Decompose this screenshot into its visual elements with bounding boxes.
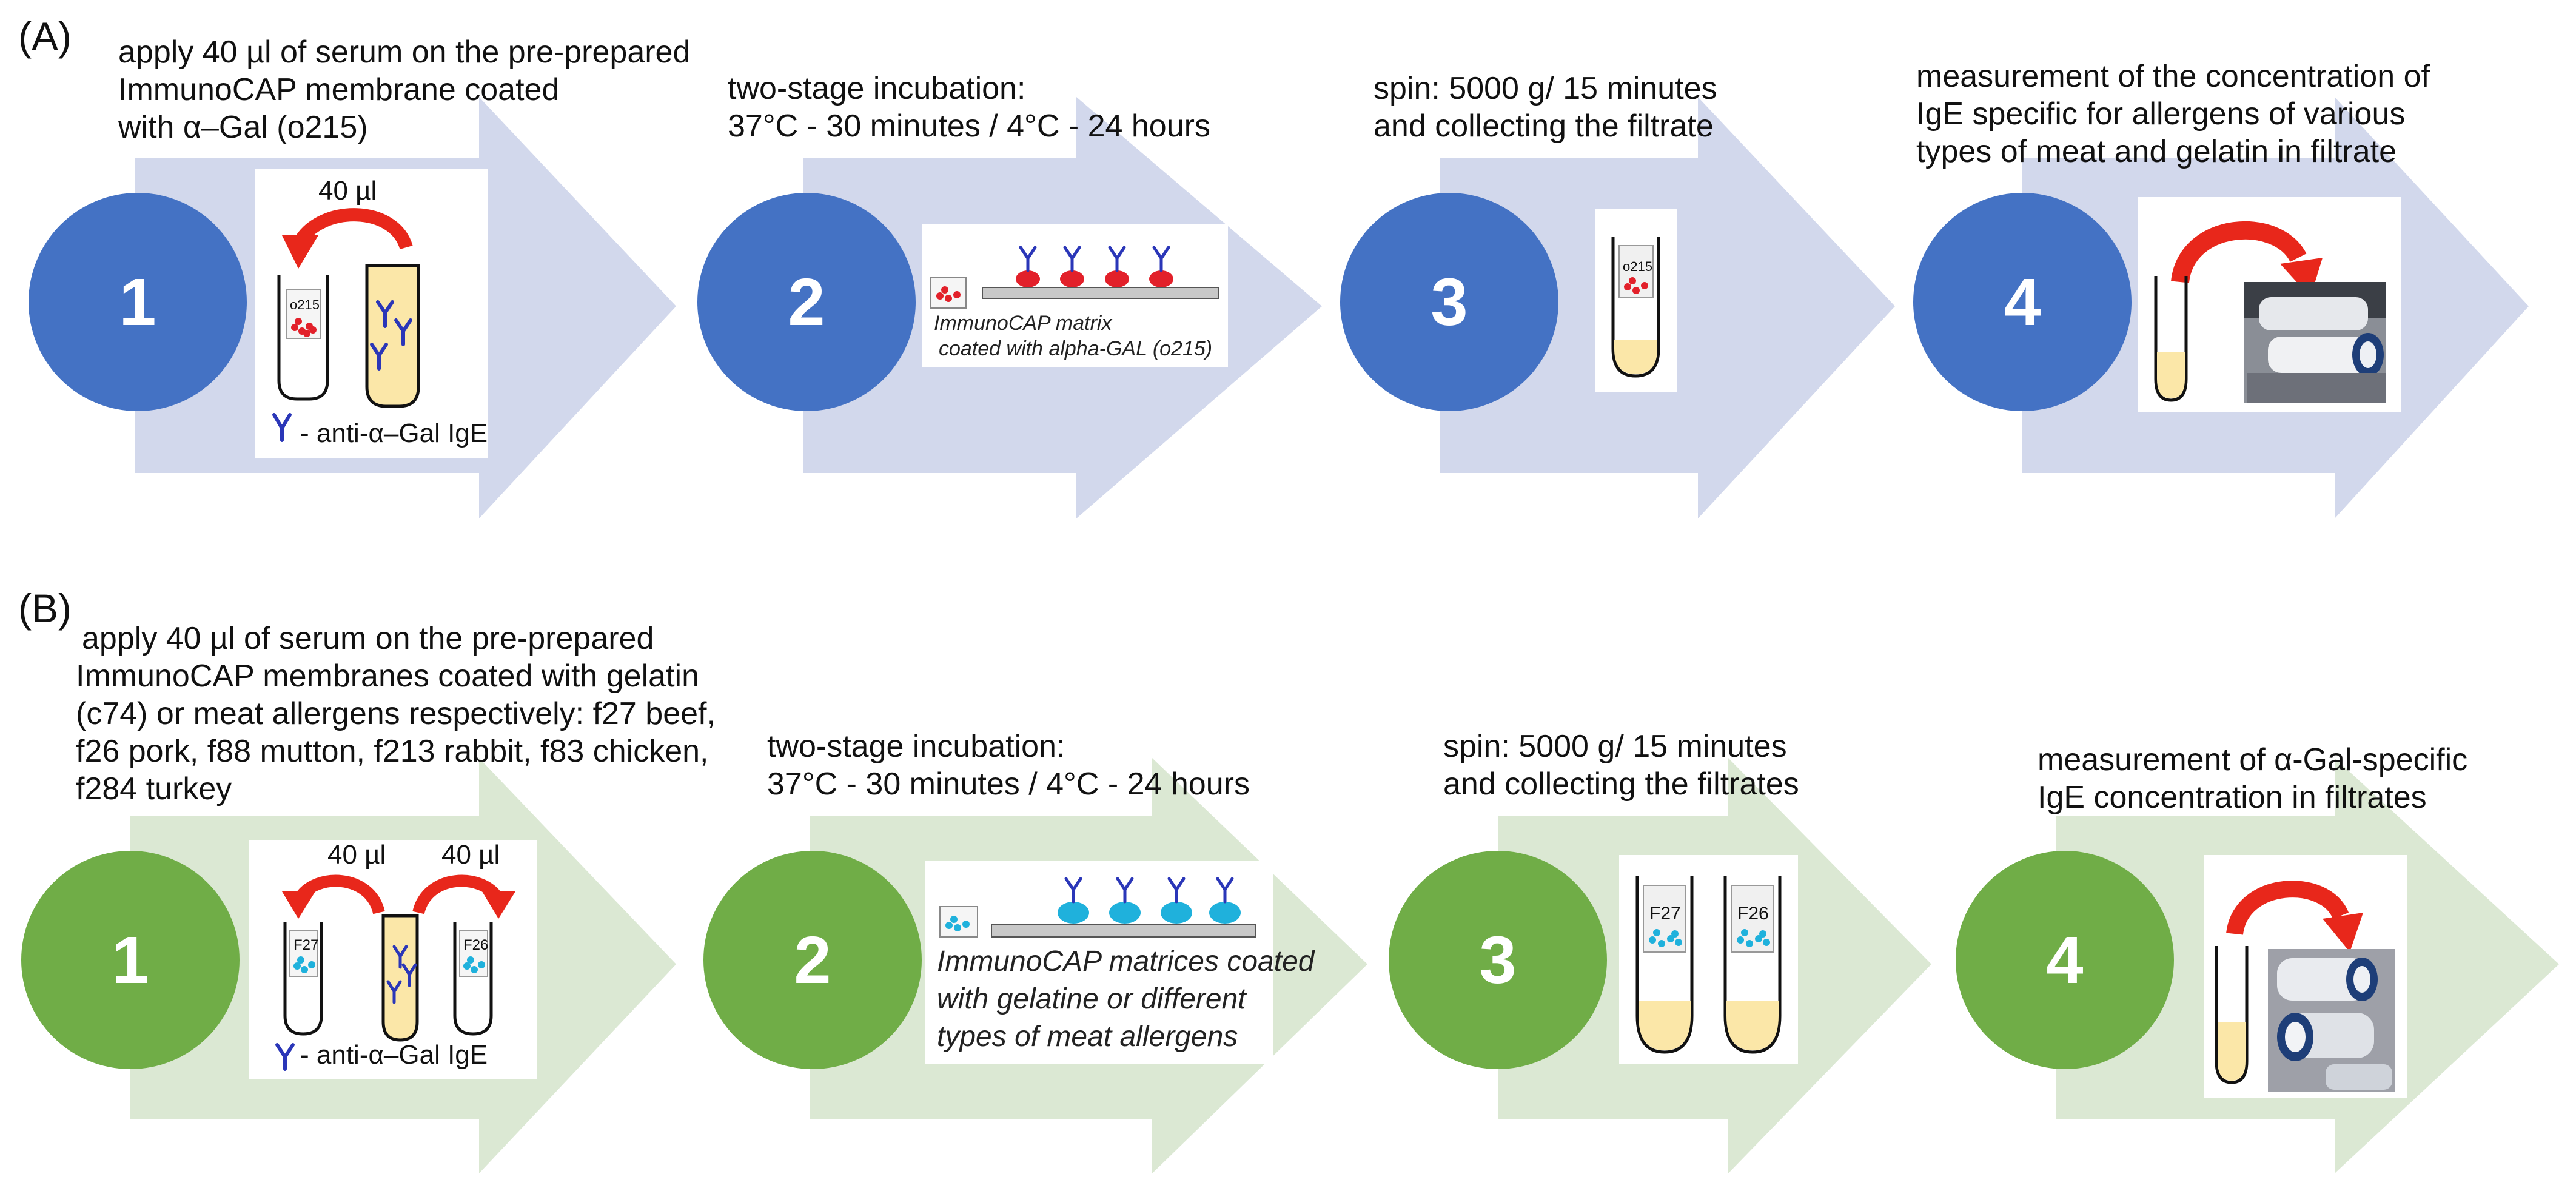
step-a1-text: apply 40 µl of serum on the pre-prepared…: [118, 35, 691, 145]
step-a1-circle: 1: [29, 193, 247, 411]
tube-icon: [277, 275, 329, 401]
step-a3-circle: 3: [1340, 193, 1558, 411]
curved-arrow-icon: [295, 874, 385, 914]
step-b1-text: apply 40 µl of serum on the pre-prepared…: [76, 621, 716, 807]
step-a2-text: two-stage incubation: 37°C - 30 minutes …: [728, 71, 1210, 144]
step-a2-illustration: ImmunoCAP matrix coated with alpha-GAL (…: [922, 224, 1228, 367]
tube-label-a3: o215: [1623, 259, 1652, 274]
tube-label-b3-f26: F26: [1737, 904, 1769, 924]
photo-vials: [2244, 282, 2386, 403]
step-b4-circle: 4: [1956, 851, 2174, 1069]
curved-arrow-icon: [294, 208, 413, 250]
photo-vials: [2268, 949, 2395, 1092]
step-a3-illustration: o215: [1595, 209, 1677, 392]
step-b4-illustration: [2204, 855, 2407, 1098]
step-a2-circle: 2: [697, 193, 916, 411]
volume-label-b-right: 40 µl: [441, 840, 500, 870]
matrix-note-b: ImmunoCAP matrices coated with gelatine …: [937, 945, 1315, 1053]
tube-label-a: o215: [290, 297, 320, 312]
tube-label-b3-f27: F27: [1649, 904, 1681, 924]
step-a3-text: spin: 5000 g/ 15 minutes and collecting …: [1374, 71, 1717, 144]
step-b3-circle: 3: [1389, 851, 1607, 1069]
legend-a: - anti-α–Gal IgE: [300, 418, 488, 448]
legend-b: - anti-α–Gal IgE: [300, 1040, 488, 1070]
curved-arrow-icon: [2226, 881, 2349, 936]
step-a1-illustration: 40 µl o215 - anti-α–Gal IgE: [255, 169, 488, 458]
matrix-note-a: ImmunoCAP matrix coated with alpha-GAL (…: [934, 312, 1213, 360]
panel-b-label: (B): [18, 586, 72, 631]
step-b2-circle: 2: [703, 851, 922, 1069]
tube-label-f26: F26: [463, 937, 489, 953]
antibody-icon: [275, 1043, 295, 1071]
step-b2-illustration: ImmunoCAP matrices coated with gelatine …: [925, 861, 1314, 1064]
step-b3-text: spin: 5000 g/ 15 minutes and collecting …: [1443, 729, 1799, 802]
step-a4-circle: 4: [1913, 193, 2132, 411]
curved-arrow-icon: [412, 874, 503, 914]
step-b1-circle: 1: [21, 851, 240, 1069]
volume-label-a: 40 µl: [318, 176, 377, 206]
panel-a-label: (A): [18, 14, 72, 59]
step-a4-text: measurement of the concentration of IgE …: [1916, 59, 2430, 169]
step-b2-text: two-stage incubation: 37°C - 30 minutes …: [767, 729, 1250, 802]
curved-arrow-icon: [2171, 221, 2307, 284]
antibody-icon: [272, 413, 292, 442]
step-a4-illustration: [2138, 197, 2401, 412]
tube-label-f27: F27: [293, 937, 319, 953]
step-b3-illustration: F27 F26: [1619, 855, 1798, 1064]
volume-label-b-left: 40 µl: [327, 840, 386, 870]
step-b4-text: measurement of α-Gal-specific IgE concen…: [2038, 742, 2468, 815]
step-b1-illustration: 40 µl 40 µl F27 F26 - anti-α–Gal IgE: [249, 840, 537, 1079]
